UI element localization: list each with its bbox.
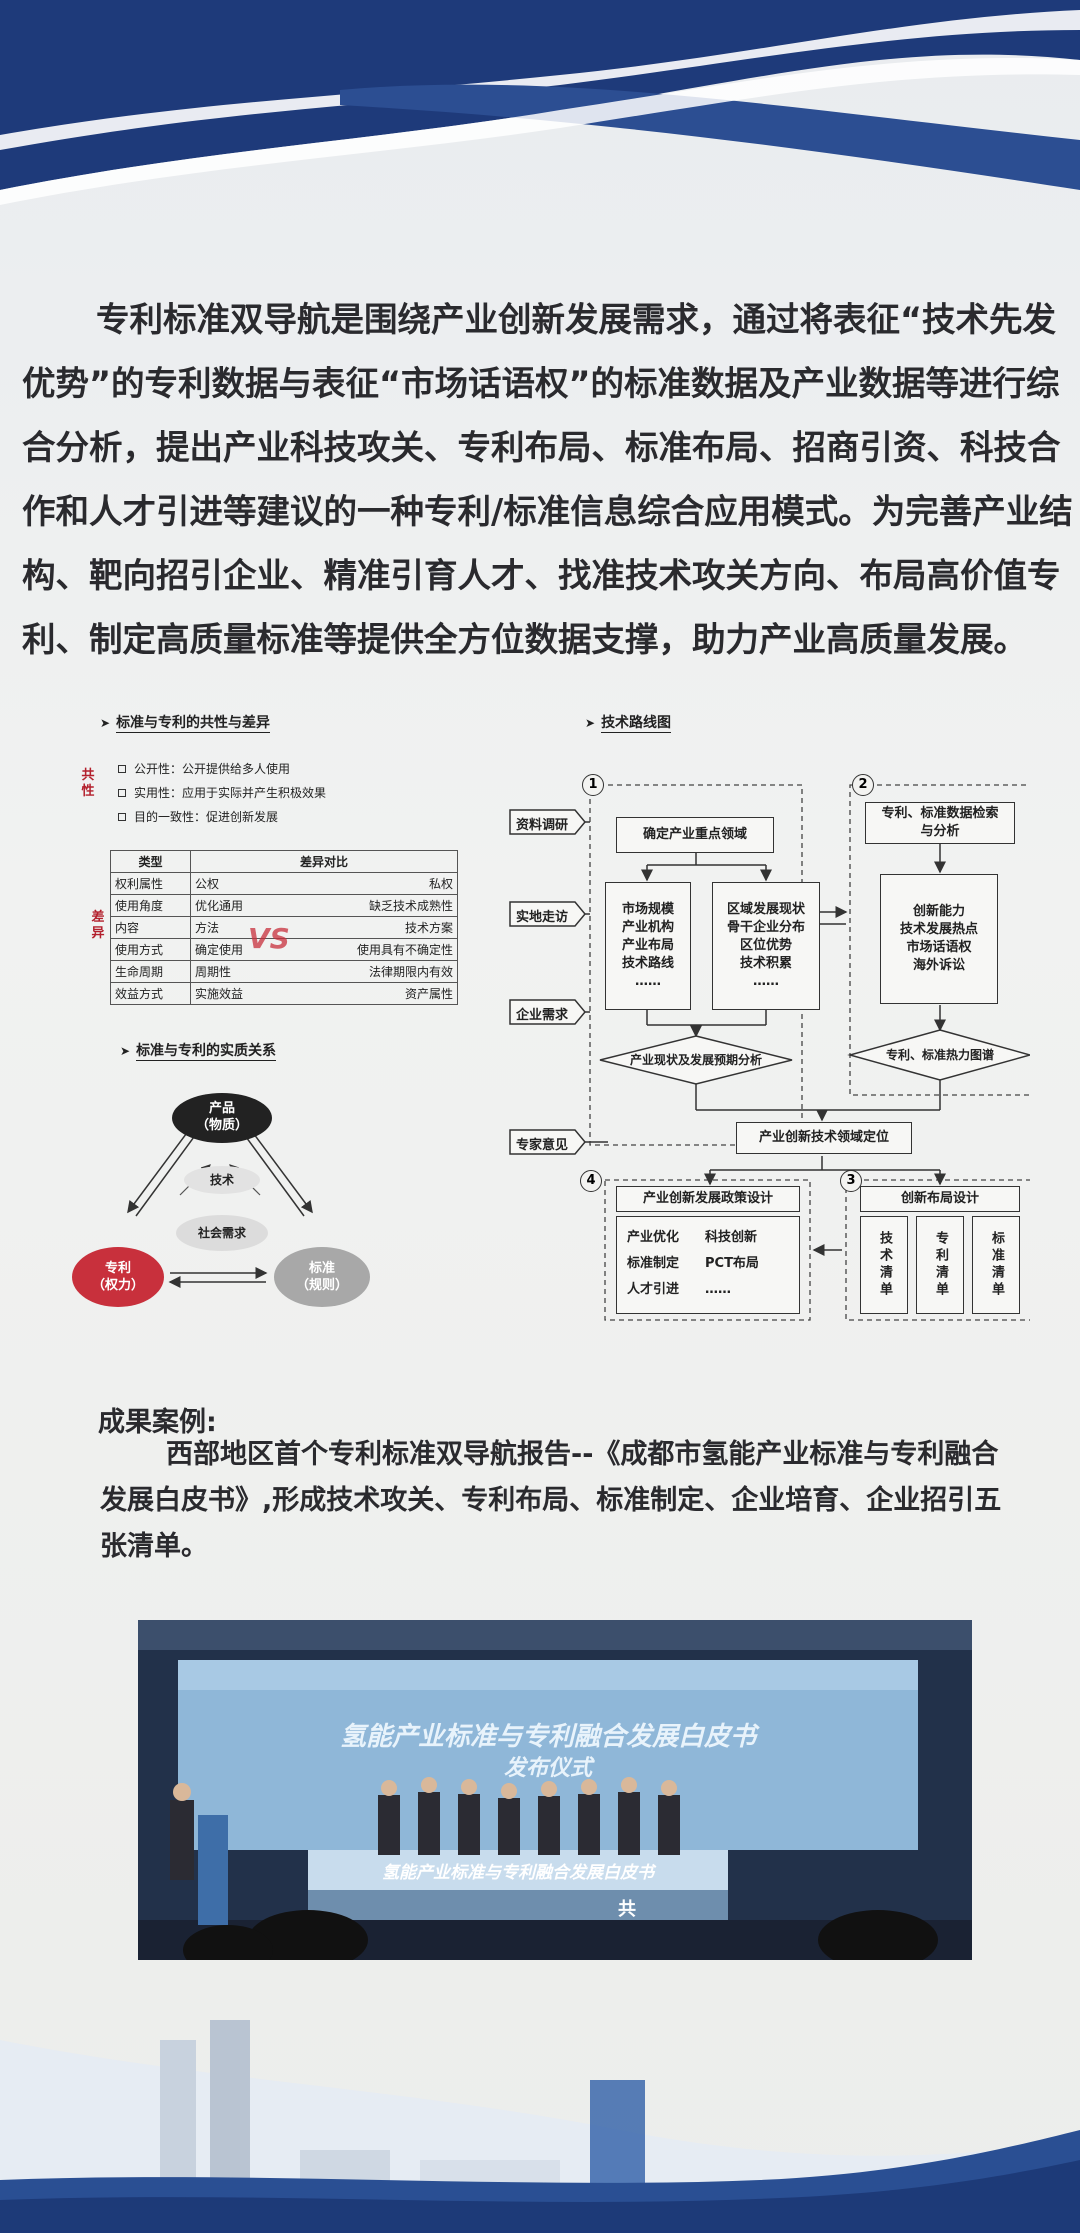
screen-subtitle: 发布仪式 bbox=[503, 1756, 592, 1781]
screen-title: 氢能产业标准与专利融合发展白皮书 bbox=[339, 1722, 756, 1752]
standard-label: 标准（规则） bbox=[295, 1261, 348, 1293]
patent-list-box: 专利清单 bbox=[916, 1216, 964, 1314]
step-number: 3 bbox=[840, 1170, 862, 1192]
event-photo-illustration bbox=[138, 1620, 972, 1960]
roadmap-diagram bbox=[509, 784, 1030, 1321]
standard-node bbox=[274, 1247, 370, 1307]
event-photo: 氢能产业标准与专利融合发展白皮书 发布仪式 氢能产业标准与专利融合发展白皮书 共 bbox=[138, 1620, 972, 1960]
table-row: 权利属性公权私权 bbox=[110, 872, 459, 895]
label-common: 共性 bbox=[81, 768, 95, 799]
roadmap-title: ➤技术路线图 bbox=[585, 715, 672, 733]
commonality-title: ➤标准与专利的共性与差异 bbox=[100, 715, 271, 733]
checkbox-icon bbox=[118, 765, 126, 773]
table-row: 内容方法技术方案 bbox=[110, 916, 459, 939]
checkbox-icon bbox=[118, 789, 126, 797]
bullet-item: 实用性：应用于实际并产生积极效果 bbox=[118, 784, 326, 801]
side-label: 资料调研 bbox=[516, 818, 569, 833]
step1-left-box: 市场规模产业机构产业布局技术路线…… bbox=[605, 882, 691, 1010]
bullet-item: 公开性：公开提供给多人使用 bbox=[118, 760, 290, 777]
diagram-panel: ➤标准与专利的共性与差异 共性 公开性：公开提供给多人使用 实用性：应用于实际并… bbox=[70, 690, 1030, 1330]
triangle-right-icon: ➤ bbox=[585, 716, 596, 730]
society-node bbox=[176, 1215, 268, 1251]
side-label: 企业需求 bbox=[516, 1008, 569, 1023]
top-wave-decoration bbox=[0, 0, 1080, 205]
case-body: 西部地区首个专利标准双导航报告--《成都市氢能产业标准与专利融合发展白皮书》,形… bbox=[100, 1439, 1002, 1562]
tech-list-box: 技术清单 bbox=[860, 1216, 908, 1314]
step1-head-box: 确定产业重点领域 bbox=[616, 817, 774, 853]
table-row: 生命周期周期性法律期限内有效 bbox=[110, 960, 459, 983]
step2-diamond-label: 专利、标准热力图谱 bbox=[885, 1048, 994, 1062]
case-title: 成果案例: bbox=[98, 1407, 217, 1438]
table-row: 使用角度优化通用缺乏技术成熟性 bbox=[110, 894, 459, 917]
step2-head-box: 专利、标准数据检索与分析 bbox=[865, 802, 1015, 844]
bullet-item: 目的一致性：促进创新发展 bbox=[118, 808, 278, 825]
step3-head-box: 创新布局设计 bbox=[860, 1186, 1020, 1212]
product-label: 产品（物质） bbox=[195, 1101, 248, 1133]
step2-body-box: 创新能力技术发展热点市场话语权海外诉讼 bbox=[880, 874, 998, 1004]
patent-node bbox=[72, 1247, 164, 1307]
product-node bbox=[172, 1093, 272, 1143]
table-row: 效益方式实施效益资产属性 bbox=[110, 982, 459, 1005]
society-label: 社会需求 bbox=[197, 1226, 246, 1240]
relation-title: ➤标准与专利的实质关系 bbox=[120, 1043, 277, 1061]
label-diff: 差异 bbox=[91, 910, 105, 941]
step1-right-box: 区域发展现状骨干企业分布区位优势技术积累…… bbox=[712, 882, 820, 1010]
center-positioning-box: 产业创新技术领域定位 bbox=[736, 1122, 912, 1154]
step-number: 2 bbox=[852, 774, 874, 796]
patent-label: 专利（权力） bbox=[91, 1261, 144, 1293]
intro-paragraph: 专利标准双导航是围绕产业创新发展需求，通过将表征“技术先发优势”的专利数据与表征… bbox=[22, 300, 1073, 659]
standard-list-box: 标准清单 bbox=[972, 1216, 1020, 1314]
gong-character: 共 bbox=[618, 1899, 636, 1920]
side-label: 实地走访 bbox=[516, 910, 569, 925]
step4-head-box: 产业创新发展政策设计 bbox=[616, 1186, 800, 1212]
step-number: 1 bbox=[582, 774, 604, 796]
triangle-right-icon: ➤ bbox=[100, 716, 111, 730]
relation-diagram bbox=[72, 1093, 370, 1307]
bottom-skyline-decoration bbox=[0, 2020, 1080, 2233]
vs-mark: VS bbox=[248, 922, 290, 955]
stage-banner: 氢能产业标准与专利融合发展白皮书 bbox=[382, 1863, 654, 1883]
side-label: 专家意见 bbox=[516, 1138, 569, 1153]
triangle-right-icon: ➤ bbox=[120, 1044, 131, 1058]
tech-node bbox=[184, 1166, 260, 1194]
difference-table: 类型 差异对比 权利属性公权私权 使用角度优化通用缺乏技术成熟性 内容方法技术方… bbox=[110, 850, 459, 1005]
checkbox-icon bbox=[118, 813, 126, 821]
step-number: 4 bbox=[580, 1170, 602, 1192]
tech-label: 技术 bbox=[209, 1173, 234, 1187]
step1-diamond-label: 产业现状及发展预期分析 bbox=[629, 1053, 762, 1067]
